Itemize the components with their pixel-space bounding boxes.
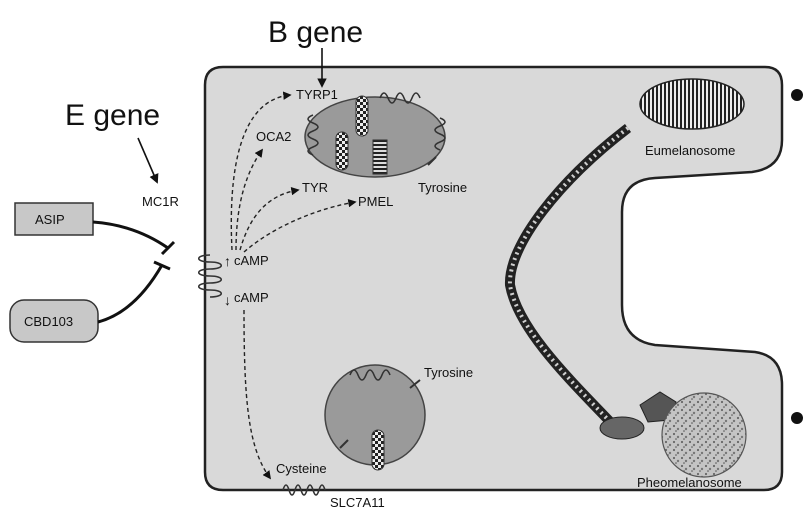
camp-down-arrow-icon: ↓ — [224, 292, 231, 308]
tyrosine-label-bottom: Tyrosine — [424, 365, 473, 380]
camp-to-pmel-arrow — [243, 198, 357, 253]
bullet-dot-bottom — [791, 412, 803, 424]
mc1r-receptor-icon — [197, 254, 223, 298]
asip-inhibition-bar — [160, 240, 176, 256]
camp-up-arrow-icon: ↑ — [224, 253, 231, 269]
pheomelanosome-label: Pheomelanosome — [637, 475, 742, 490]
slc7a11-label: SLC7A11 — [330, 495, 385, 510]
tyrp1-transporter-icon — [379, 92, 421, 104]
tyrosine-label-top: Tyrosine — [418, 180, 467, 195]
oca2-transporter-icon — [307, 114, 319, 156]
bullet-dot-top — [791, 89, 803, 101]
asip-label: ASIP — [35, 212, 65, 227]
microtubule-track-dots — [507, 126, 630, 434]
mc1r-label: MC1R — [142, 194, 179, 209]
e-gene-arrow — [137, 137, 159, 184]
tyrp1-protein-icon — [355, 95, 369, 137]
asip-inhibition-line — [92, 220, 169, 250]
camp-to-cysteine-arrow — [243, 309, 271, 480]
tyr-label: TYR — [302, 180, 328, 195]
cysteine-label: Cysteine — [276, 461, 327, 476]
pmel-protein-icon — [372, 139, 388, 175]
tyrosine-entry-mark — [427, 156, 437, 166]
pheo-transporter-icon — [349, 369, 391, 381]
camp-to-tyrp1-arrow — [230, 91, 292, 251]
eumelanosome — [639, 78, 745, 130]
pheomelanosome — [661, 392, 747, 478]
cbd103-inhibition-line — [97, 264, 164, 324]
tyrosine-entry-mark-bottom — [409, 379, 421, 389]
pmel-label: PMEL — [358, 194, 393, 209]
cbd103-label: CBD103 — [24, 314, 73, 329]
camp-down-label: cAMP — [234, 290, 269, 305]
cbd103-inhibition-bar — [153, 260, 171, 271]
oca2-label: OCA2 — [256, 129, 291, 144]
eumelanosome-label: Eumelanosome — [645, 143, 735, 158]
e-gene-label: E gene — [65, 99, 160, 132]
slc7a11-transporter-icon — [282, 484, 326, 496]
tyr-protein-icon — [335, 131, 349, 171]
camp-to-tyr-arrow — [239, 186, 300, 251]
tyrp1-label: TYRP1 — [296, 87, 338, 102]
motor-protein-base-icon — [599, 416, 645, 440]
camp-to-oca2-arrow — [235, 148, 263, 251]
cysteine-entry-mark — [339, 439, 349, 449]
camp-up-label: cAMP — [234, 253, 269, 268]
b-gene-label: B gene — [268, 16, 363, 49]
asip-box — [14, 202, 94, 236]
pheo-protein-icon — [371, 429, 385, 471]
right-transporter-icon — [434, 117, 446, 151]
